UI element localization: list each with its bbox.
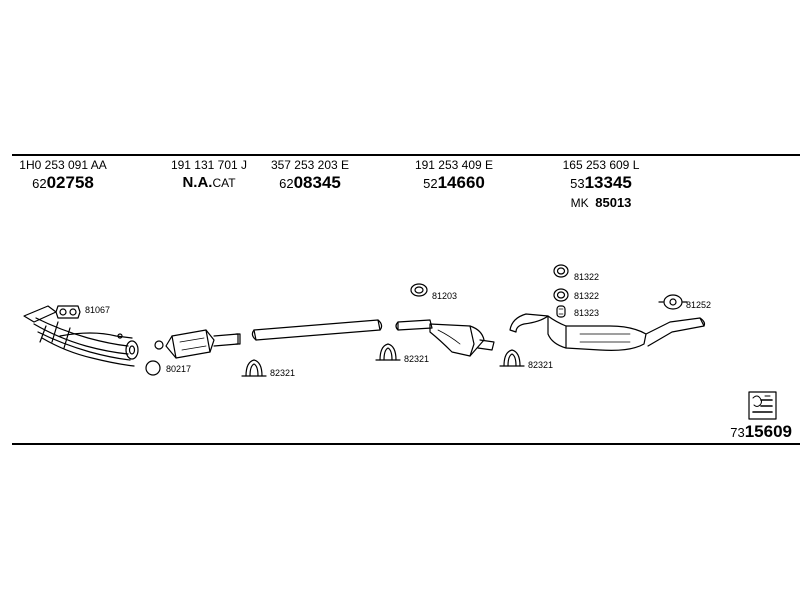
front-pipe-drawing [251,319,383,341]
ring-81322-b-drawing [553,288,569,302]
sheet-number: 7315609 [730,422,792,441]
clamp-82321-b-drawing [375,343,401,361]
fitting-number-80217: 80217 [166,364,192,374]
top-rule [12,154,800,156]
ring-81322-a-drawing [553,264,569,278]
mounting-kit: MK 85013 [570,195,632,210]
fitting-number-81203: 81203 [432,291,458,301]
manifold-drawing [23,305,139,367]
fitting-number-82321-c: 82321 [528,360,554,370]
fitting-number-82321-b: 82321 [404,354,430,364]
oem-number: 165 253 609 L [562,158,640,172]
rubber-81323-drawing [556,305,566,318]
oem-number: 191 131 701 J [170,158,248,172]
fitting-number-81067: 81067 [85,305,111,315]
clamp-nut-drawing [154,340,164,350]
center-silencer-drawing [395,319,495,357]
rear-silencer-drawing [509,313,706,351]
part-code: 6202758 [32,173,94,192]
fitting-number-82321-a: 82321 [270,368,296,378]
part-code: 5214660 [423,173,485,192]
header-part-rear-silencer: 165 253 609 L 5313345 MK 85013 [554,158,648,211]
part-code: 6208345 [279,173,341,192]
header-part-center-silencer: 191 253 409 E 5214660 [404,158,504,194]
gasket-81067-drawing [55,305,81,319]
fitting-number-81252: 81252 [686,300,712,310]
oem-number: 357 253 203 E [270,158,350,172]
header-part-front-pipe: 357 253 203 E 6208345 [264,158,356,194]
part-code: N.A.CAT [182,174,236,191]
clamp-82321-c-drawing [499,349,525,367]
ring-81203-drawing [410,283,428,297]
oem-number: 1H0 253 091 AA [19,158,107,172]
part-code: 5313345 [570,173,632,192]
gasket-81252-drawing [658,294,688,310]
bottom-rule [12,443,800,445]
oem-number: 191 253 409 E [414,158,494,172]
fitting-number-81322-b: 81322 [574,291,600,301]
header-part-catalyst: 191 131 701 J N.A.CAT [164,158,254,193]
ring-80217-drawing [145,360,161,376]
catalyst-drawing [165,329,241,359]
header-part-manifold: 1H0 253 091 AA 6202758 [14,158,112,194]
sheet-icon [748,391,777,420]
fitting-number-81322-a: 81322 [574,272,600,282]
clamp-82321-a-drawing [241,359,267,377]
fitting-number-81323: 81323 [574,308,600,318]
